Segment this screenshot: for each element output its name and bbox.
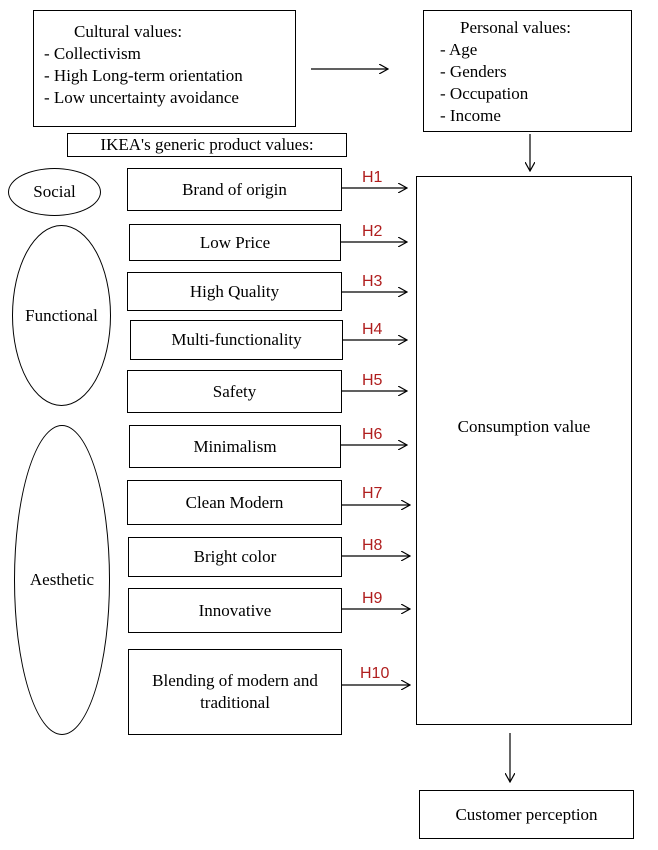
hypothesis-label-h8: H8: [362, 537, 383, 554]
cultural-values-title: Cultural values:: [74, 22, 183, 41]
aesthetic-group-label: Aesthetic: [29, 570, 95, 589]
hypothesis-label-h4: H4: [362, 321, 383, 338]
value-label: Clean Modern: [185, 492, 284, 512]
cultural-values-box: Cultural values: - Collectivism - High L…: [33, 10, 296, 127]
personal-values-item: - Income: [440, 106, 501, 125]
value-box-multi-functionality: Multi-functionality: [130, 320, 343, 360]
hypothesis-label-h1: H1: [362, 169, 383, 186]
personal-values-item: - Genders: [440, 62, 507, 81]
personal-values-item: - Occupation: [440, 84, 529, 103]
personal-values-item: - Age: [440, 40, 478, 59]
hypothesis-label-h9: H9: [362, 590, 383, 607]
consumption-value-label: Consumption value: [457, 417, 591, 436]
consumption-value-box: Consumption value: [416, 176, 632, 725]
personal-values-title: Personal values:: [460, 18, 571, 37]
cultural-values-item: - Low uncertainty avoidance: [44, 88, 239, 107]
value-box-minimalism: Minimalism: [129, 425, 341, 468]
hypothesis-label-h7: H7: [362, 485, 383, 502]
value-box-clean-modern: Clean Modern: [127, 480, 342, 525]
hypothesis-label-h10: H10: [360, 665, 390, 682]
social-group-label: Social: [33, 182, 76, 201]
hypothesis-label-h5: H5: [362, 372, 383, 389]
value-label: Brand of origin: [182, 179, 287, 199]
social-group-ellipse: Social: [8, 168, 101, 216]
cultural-values-item: - High Long-term orientation: [44, 66, 243, 85]
value-label: Safety: [212, 381, 257, 401]
value-box-low-price: Low Price: [129, 224, 341, 261]
cultural-values-item: - Collectivism: [44, 44, 141, 63]
value-label: Multi-functionality: [171, 330, 302, 349]
value-box-innovative: Innovative: [128, 588, 342, 633]
hypothesis-label-h6: H6: [362, 426, 383, 443]
personal-values-box: Personal values: - Age - Genders - Occup…: [423, 10, 632, 132]
functional-group-ellipse: Functional: [12, 225, 111, 406]
hypothesis-label-h2: H2: [362, 223, 383, 240]
customer-perception-box: Customer perception: [419, 790, 634, 839]
value-box-high-quality: High Quality: [127, 272, 342, 311]
value-label: Blending of modern and traditional: [152, 671, 318, 712]
value-label: High Quality: [189, 281, 280, 301]
value-box-bright-color: Bright color: [128, 537, 342, 577]
value-box-blending: Blending of modern and traditional: [128, 649, 342, 735]
hypothesis-label-h3: H3: [362, 273, 383, 290]
ikea-values-header: IKEA's generic product values:: [67, 133, 347, 157]
aesthetic-group-ellipse: Aesthetic: [14, 425, 110, 735]
value-label: Bright color: [193, 547, 277, 566]
customer-perception-label: Customer perception: [455, 804, 598, 824]
value-box-safety: Safety: [127, 370, 342, 413]
functional-group-label: Functional: [25, 305, 98, 325]
value-label: Low Price: [199, 232, 271, 252]
value-label: Minimalism: [193, 436, 277, 456]
value-label: Innovative: [198, 600, 272, 620]
value-box-brand-of-origin: Brand of origin: [127, 168, 342, 211]
